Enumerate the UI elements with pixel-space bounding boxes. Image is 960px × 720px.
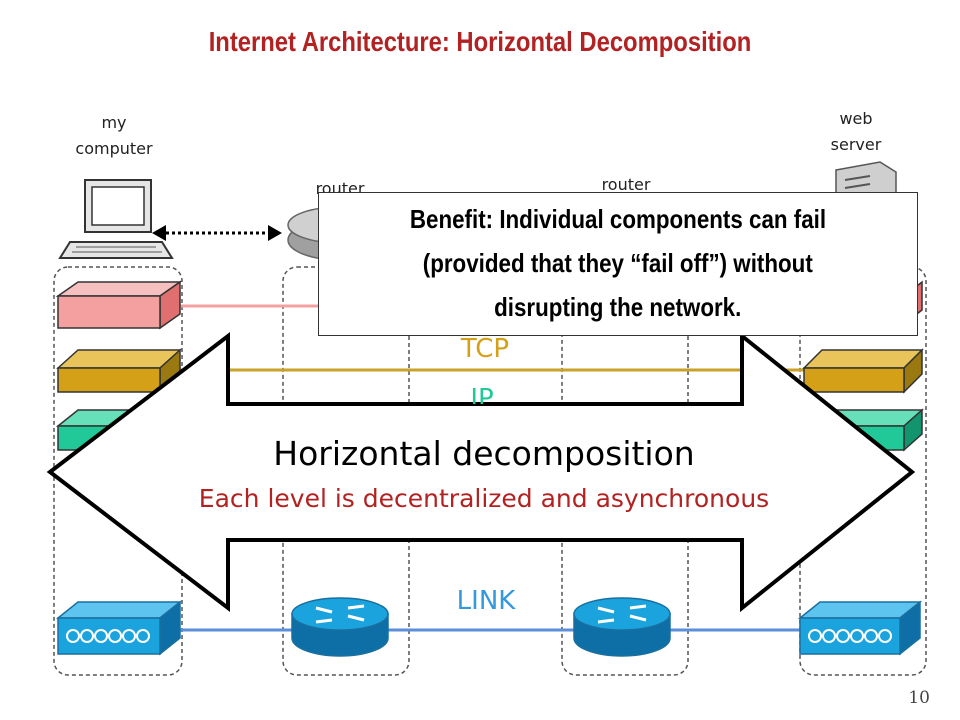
page-number: 10 bbox=[908, 688, 930, 708]
router-right-label: router bbox=[601, 175, 651, 194]
benefit-callout: Benefit: Individual components can fail … bbox=[318, 192, 918, 336]
callout-line-3: disrupting the network. bbox=[494, 292, 742, 322]
tcp-layer-label: TCP bbox=[460, 334, 510, 364]
app-layer-box-left bbox=[55, 280, 183, 330]
web-server-label-line1: web bbox=[839, 109, 873, 128]
arrow-subtitle: Each level is decentralized and asynchro… bbox=[198, 484, 770, 513]
my-computer-label: my computer bbox=[54, 110, 174, 162]
switch-icon-right bbox=[797, 600, 923, 656]
connection-arrow-icon bbox=[152, 225, 282, 241]
web-server-label: web server bbox=[796, 106, 916, 158]
arrow-title: Horizontal decomposition bbox=[273, 434, 695, 473]
desktop-computer-icon bbox=[58, 179, 174, 259]
router-icon-left bbox=[291, 597, 389, 657]
router-icon-right bbox=[573, 597, 671, 657]
page-title: Internet Architecture: Horizontal Decomp… bbox=[208, 26, 752, 57]
horizontal-decomposition-arrow bbox=[46, 331, 916, 613]
tcp-layer-box-right bbox=[802, 348, 924, 394]
callout-line-2: (provided that they “fail off”) without bbox=[422, 248, 814, 278]
web-server-label-line2: server bbox=[830, 135, 882, 154]
my-computer-label-line2: computer bbox=[75, 139, 153, 158]
tcp-layer-box-left bbox=[56, 348, 182, 394]
my-computer-label-line1: my bbox=[101, 113, 127, 132]
link-layer-label: LINK bbox=[456, 586, 516, 616]
switch-icon-left bbox=[55, 600, 183, 656]
ip-layer-label: IP bbox=[470, 384, 494, 404]
callout-line-1: Benefit: Individual components can fail bbox=[409, 204, 827, 234]
